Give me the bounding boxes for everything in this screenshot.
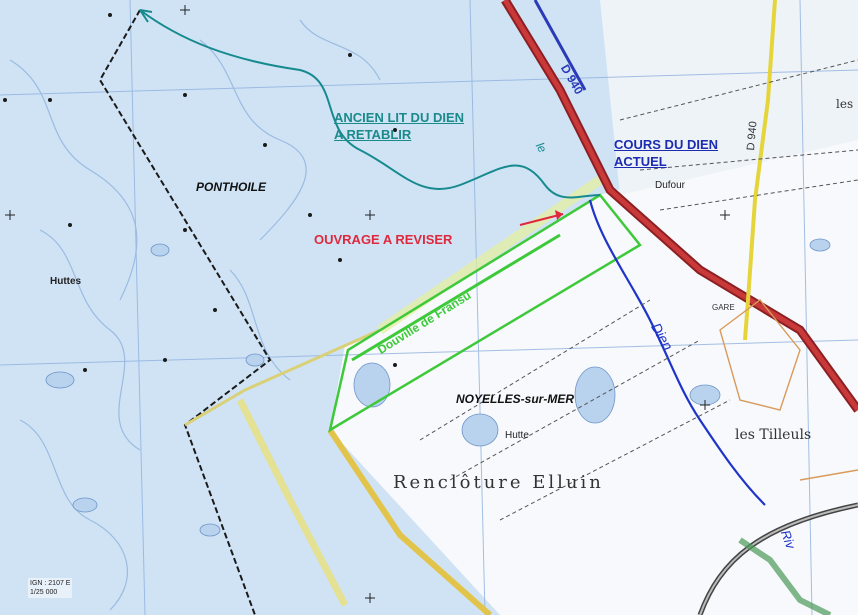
boundary-yellow-upper (184, 328, 381, 427)
sheet-reference-line2: 1/25 000 (30, 589, 58, 596)
current-course-label: COURS DU DIEN ACTUEL (614, 136, 718, 170)
polder-tracks (419, 59, 858, 521)
map-sheet-reference: IGN : 2107 E 1/25 000 (28, 578, 73, 598)
les-tilleuls-label: les Tilleuls (735, 427, 812, 443)
commune-boundary (98, 9, 272, 615)
coastal-road-orange (327, 428, 492, 615)
old-bed-label-line1: ANCIEN LIT DU DIEN (334, 110, 464, 125)
upland-area (600, 0, 858, 195)
marsh-ponds (45, 238, 831, 537)
orange-parcels (719, 299, 858, 481)
tidal-channels (9, 19, 381, 611)
road-d940-label-2: D 940 (745, 120, 760, 152)
old-river-bed (139, 9, 601, 199)
current-course-label-line1: COURS DU DIEN (614, 137, 719, 152)
current-course-label-line2: ACTUEL (614, 154, 667, 169)
green-dike-line (351, 233, 561, 362)
dike-yellow-light (377, 175, 603, 335)
main-road-d940-inner (502, 0, 858, 412)
ponthoile-label: PONTHOILE (196, 180, 267, 194)
marsh-symbols (3, 13, 397, 372)
noyelles-label: NOYELLES-sur-MER (456, 392, 575, 406)
riparian-vegetation (738, 537, 832, 615)
dufour-label: Dufour (655, 180, 686, 191)
old-bed-label: ANCIEN LIT DU DIEN A RETABLIR (334, 109, 464, 143)
huttes-left-label: Huttes (50, 276, 82, 287)
sheet-reference-line1: IGN : 2107 E (30, 580, 71, 587)
ouvrage-arrow (519, 213, 564, 226)
hutte-center-label: Hutte (505, 430, 529, 441)
ouvrage-arrowhead (555, 210, 563, 220)
blue-road-segment (533, 0, 587, 91)
renclotture-label: Renclôture Elluin (393, 472, 604, 493)
old-bed-label-line2: A RETABLIR (334, 127, 412, 142)
grid-crosses (5, 5, 730, 603)
current-river-dien (588, 199, 766, 506)
old-river-arrow (139, 9, 153, 23)
gare-label: GARE (712, 303, 735, 312)
ouvrage-label: OUVRAGE A REVISER (314, 232, 453, 247)
dike-yellow-lower (236, 398, 349, 607)
les-top-right-label: les (836, 97, 854, 111)
yellow-road (743, 0, 777, 341)
